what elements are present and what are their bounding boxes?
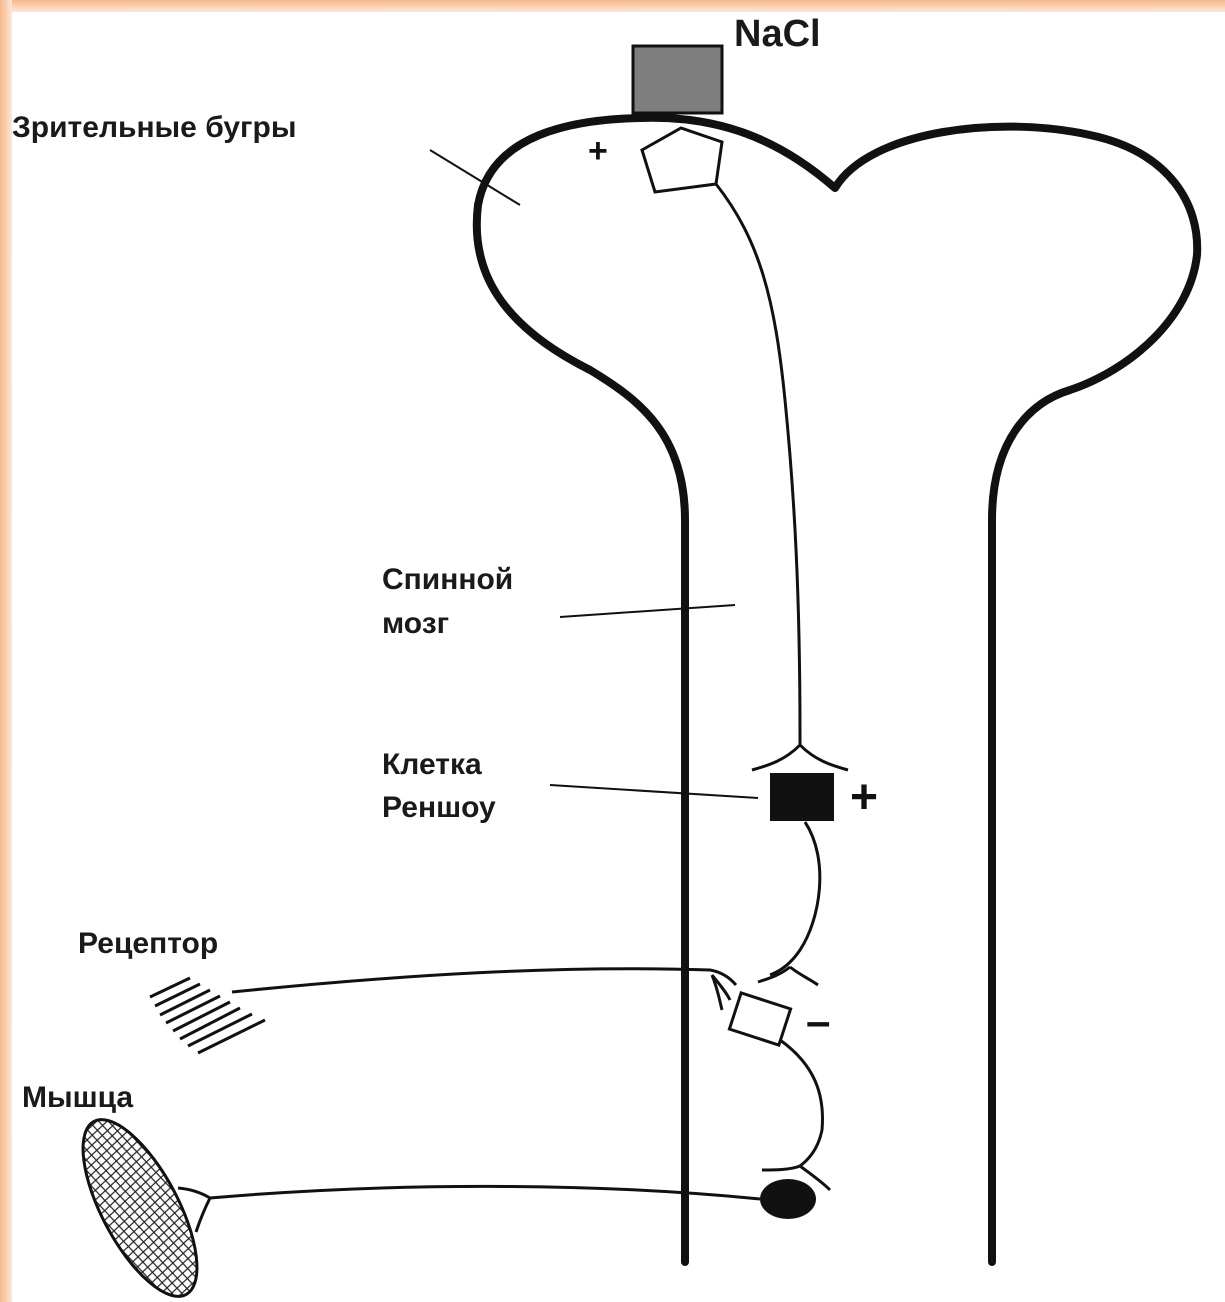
renshaw-synapse-fork — [752, 735, 848, 770]
thalamic-neuron — [642, 128, 722, 192]
renshaw-plus-sign: + — [850, 770, 878, 825]
nacl-stimulus-box — [633, 46, 722, 113]
renshaw-cell — [770, 773, 834, 821]
spinal-cord-label-line1: Спинной — [382, 560, 513, 599]
renshaw-axon — [770, 822, 820, 975]
interneuron-axon — [780, 1040, 823, 1166]
spinal-cord-pointer — [560, 605, 735, 617]
inhibitory-minus-sign: – — [806, 997, 830, 1047]
renshaw-pointer — [550, 785, 758, 798]
brain-outline — [477, 118, 1197, 1262]
inhibitory-interneuron — [729, 993, 790, 1045]
afferent-fiber — [232, 969, 736, 992]
receptor-label: Рецептор — [78, 924, 218, 963]
muscle-icon — [60, 1104, 219, 1302]
renshaw-label-line2: Реншоу — [382, 788, 496, 827]
nacl-label: NaCl — [734, 10, 821, 59]
thalamus-plus-sign: + — [588, 132, 608, 171]
motoneuron — [760, 1179, 816, 1219]
descending-axon — [716, 184, 800, 735]
spinal-cord-label-line2: мозг — [382, 604, 449, 643]
interneuron-synapse-fork — [758, 967, 818, 985]
efferent-fiber — [210, 1186, 760, 1199]
renshaw-label-line1: Клетка — [382, 745, 482, 784]
afferent-synapse-fork — [712, 975, 730, 1010]
muscle-label: Мышца — [22, 1078, 133, 1117]
optic-tubercles-label: Зрительные бугры — [12, 108, 296, 147]
